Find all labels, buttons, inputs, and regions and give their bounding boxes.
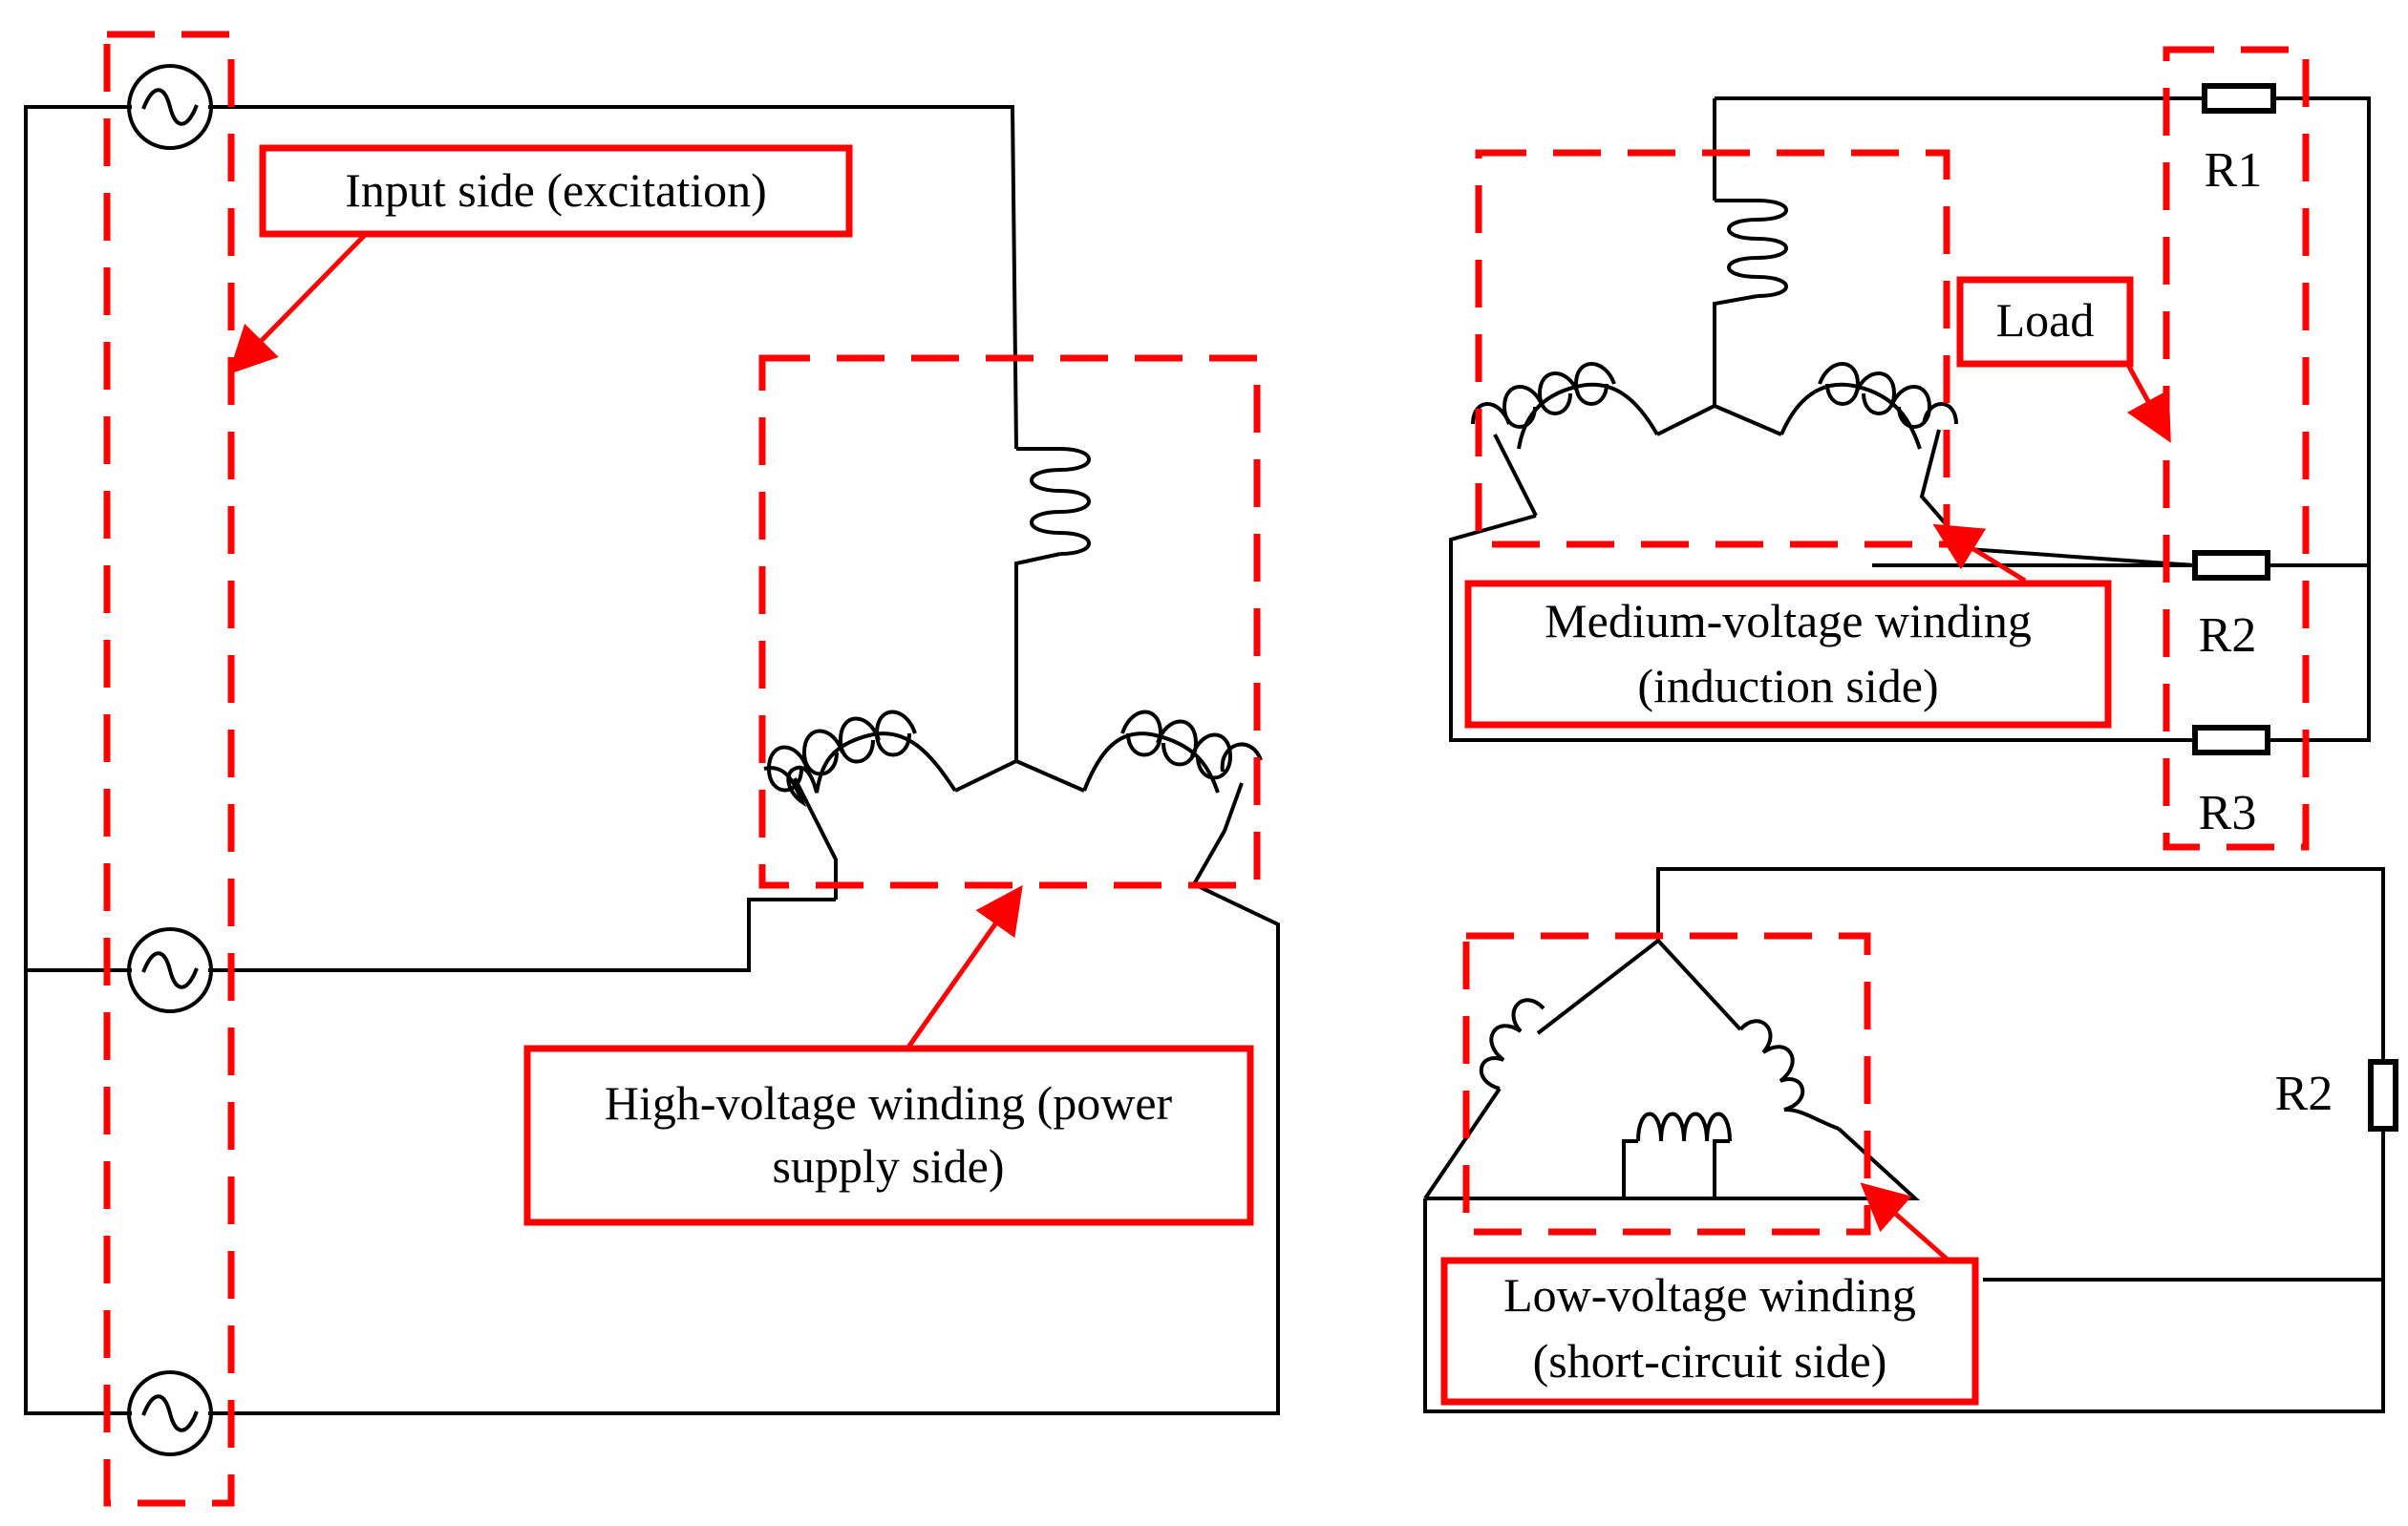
low-voltage-circuit <box>1423 867 2398 1413</box>
load-bus-wire <box>1715 96 2371 742</box>
phase-a-wire <box>208 105 1018 450</box>
low-voltage-label-line1: Low-voltage winding <box>1503 1268 1916 1322</box>
phase-c-wire <box>208 882 1280 1415</box>
high-voltage-label-box <box>523 1045 1254 1226</box>
medium-voltage-group <box>1475 149 1950 548</box>
medium-voltage-arrow <box>1932 523 2027 583</box>
medium-voltage-label-line2: (induction side) <box>1637 659 1938 712</box>
input-side-group <box>103 31 235 1507</box>
input-arrow <box>228 231 369 375</box>
medium-voltage-label-line1: Medium-voltage winding <box>1545 594 2032 647</box>
medium-voltage-label-box <box>1464 580 2112 729</box>
high-voltage-label-line2: supply side) <box>772 1139 1004 1193</box>
low-voltage-label-box <box>1440 1257 1979 1406</box>
load-label: Load <box>1996 293 2095 347</box>
ac-source-icon <box>127 927 213 1013</box>
low-voltage-arrow <box>1860 1182 1950 1262</box>
medium-voltage-circuit <box>1449 83 2371 755</box>
ac-source-icon <box>127 1370 213 1456</box>
high-voltage-arrow <box>905 884 1023 1050</box>
resistor-icon <box>2202 83 2276 114</box>
phase-b-wire <box>208 898 836 972</box>
low-voltage-label-line2: (short-circuit side) <box>1533 1334 1887 1388</box>
inductor-coil-icon <box>1030 447 1091 556</box>
high-voltage-group <box>758 354 1261 889</box>
inductor-coil-icon <box>1471 362 1659 450</box>
high-voltage-star <box>763 447 1263 900</box>
load-label-box <box>1956 276 2134 368</box>
resistor-label-r1: R1 <box>2205 143 2263 198</box>
inductor-coil-icon <box>1636 1112 1732 1142</box>
inductor-coil-icon <box>1779 362 1958 450</box>
inductor-coil-icon <box>763 710 957 808</box>
resistor-icon <box>2192 725 2270 755</box>
inductor-coil-icon <box>1479 998 1545 1091</box>
load-arrow <box>2125 363 2171 443</box>
resistor-icon <box>2368 1059 2398 1132</box>
low-voltage-group <box>1462 932 1871 1236</box>
inductor-coil-icon <box>1738 1019 1840 1131</box>
lv-top-wire <box>1656 867 2385 1062</box>
load-group <box>2163 46 2310 851</box>
input-label-box <box>259 144 853 238</box>
resistor-label-r2-bottom: R2 <box>2275 1067 2333 1121</box>
input-circuit <box>24 64 1280 1456</box>
input-bus-wire <box>24 105 132 1415</box>
high-voltage-label-line1: High-voltage winding (power <box>605 1076 1173 1130</box>
ac-source-icon <box>127 64 213 150</box>
resistor-label-r3: R3 <box>2199 786 2257 840</box>
resistor-icon <box>2192 550 2270 581</box>
input-label: Input side (excitation) <box>345 163 767 217</box>
inductor-coil-icon <box>1082 710 1263 794</box>
inductor-coil-icon <box>1727 199 1788 298</box>
resistor-label-r2-top: R2 <box>2199 608 2257 663</box>
